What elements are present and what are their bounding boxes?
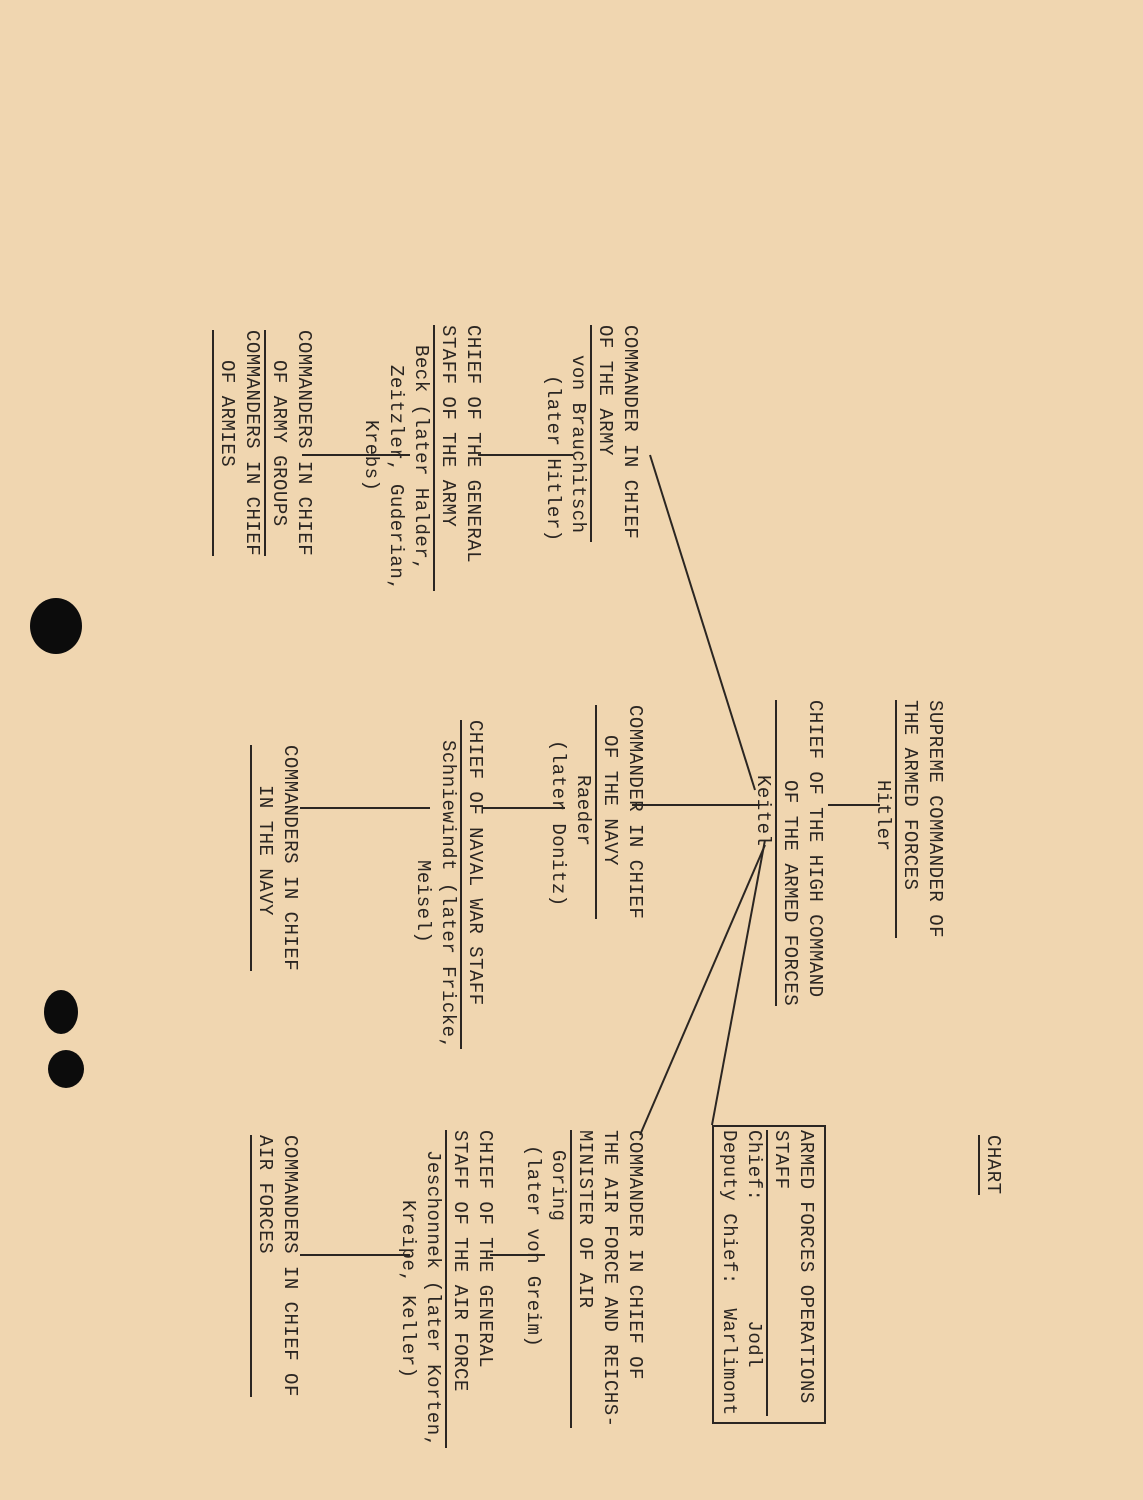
ops-staff-box [712, 1125, 826, 1424]
punch-hole [44, 990, 78, 1034]
punch-hole [30, 598, 82, 654]
chart-title: CHART [978, 1135, 1005, 1195]
punch-hole [48, 1050, 84, 1088]
